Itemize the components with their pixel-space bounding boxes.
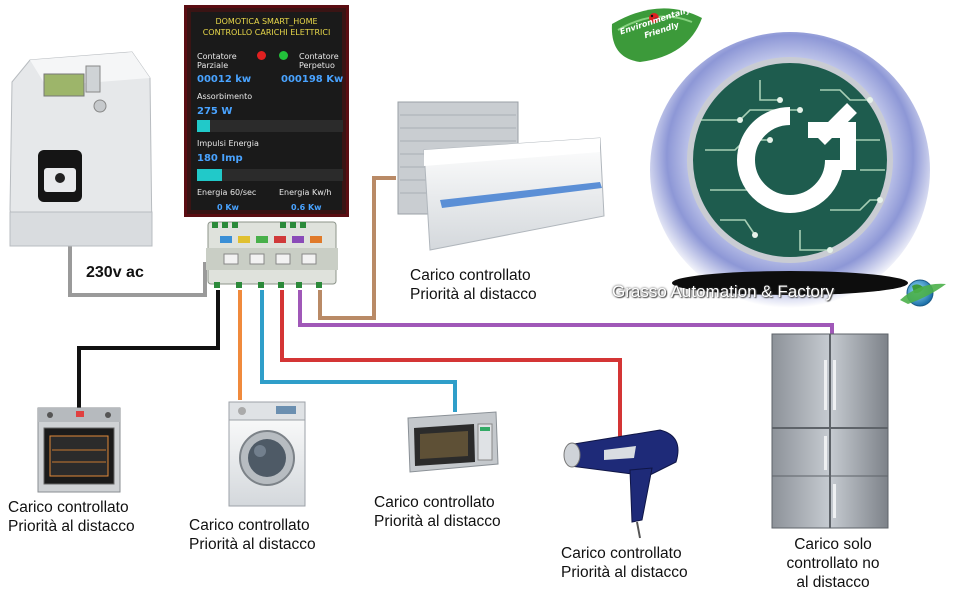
washing-machine-icon (228, 401, 306, 507)
washer-caption: Carico controllato Priorità al distacco (189, 516, 316, 554)
wire-hair-dryer (280, 290, 622, 440)
globe-icon (900, 279, 946, 307)
caption-line: Priorità al distacco (410, 286, 537, 303)
impulses-bar-fill (197, 169, 222, 181)
display-title-1: DOMOTICA SMART_HOME (215, 17, 318, 26)
microwave-icon (407, 411, 499, 473)
perpetual-counter-value: 000198 Kw (281, 74, 344, 85)
hair-dryer-caption: Carico controllato Priorità al distacco (561, 544, 688, 582)
caption-line: Carico controllato (8, 499, 129, 516)
oven-icon (37, 407, 121, 493)
energy-sec-label: Energia 60/sec (197, 188, 257, 197)
fridge-caption: Carico solo controllato no al distacco (768, 535, 898, 592)
caption-line: Priorità al distacco (8, 518, 135, 535)
display-screen: DOMOTICA SMART_HOME CONTROLLO CARICHI EL… (191, 12, 344, 212)
circuit-logo-icon (650, 32, 930, 308)
control-display-panel: DOMOTICA SMART_HOME CONTROLLO CARICHI EL… (184, 5, 349, 217)
led-green (279, 51, 288, 60)
partial-counter-label-2: Parziale (197, 61, 229, 70)
caption-line: Carico controllato (561, 545, 682, 562)
caption-line: controllato no (786, 555, 880, 572)
oven-caption: Carico controllato Priorità al distacco (8, 498, 135, 536)
wire-air-conditioner (318, 176, 396, 320)
caption-line: Carico solo (794, 536, 872, 553)
display-title-2: CONTROLLO CARICHI ELETTRICI (202, 28, 331, 37)
caption-line: Priorità al distacco (374, 513, 501, 530)
perpetual-counter-label-2: Perpetuo (299, 61, 335, 70)
absorption-label: Assorbimento (197, 92, 253, 101)
caption-line: Carico controllato (189, 517, 310, 534)
caption-line: Carico controllato (410, 267, 531, 284)
absorption-value: 275 W (197, 106, 233, 117)
energy-h-value: 0.6 Kw (291, 203, 322, 212)
wire-microwave (260, 290, 457, 412)
microwave-caption: Carico controllato Priorità al distacco (374, 493, 501, 531)
wire-fridge (298, 290, 834, 338)
air-conditioner-icon (397, 101, 605, 251)
energy-sec-value: 0 Kw (217, 203, 239, 212)
hair-dryer-icon (563, 429, 679, 539)
absorption-bar (197, 120, 343, 132)
impulses-bar (197, 169, 343, 181)
wires (68, 176, 834, 440)
caption-line: Priorità al distacco (561, 564, 688, 581)
caption-line: Carico controllato (374, 494, 495, 511)
energy-h-label: Energia Kw/h (279, 188, 332, 197)
leaf-badge-icon (611, 8, 702, 62)
impulses-label: Impulsi Energia (197, 139, 259, 148)
perpetual-counter-label-1: Contatore (299, 52, 339, 61)
energy-meter-icon (9, 51, 153, 247)
caption-line: al distacco (796, 574, 870, 591)
wire-supply (68, 245, 207, 297)
refrigerator-icon (771, 333, 889, 529)
partial-counter-value: 00012 kw (197, 74, 252, 85)
caption-line: Priorità al distacco (189, 536, 316, 553)
wire-oven (77, 290, 220, 408)
impulses-value: 180 Imp (197, 153, 243, 164)
air-conditioner-caption: Carico controllato Priorità al distacco (410, 266, 537, 304)
partial-counter-label-1: Contatore (197, 52, 237, 61)
absorption-bar-fill (197, 120, 211, 132)
supply-voltage-label: 230v ac (86, 264, 144, 281)
brand-name: Grasso Automation & Factory (612, 282, 835, 301)
controller-module-icon (206, 221, 338, 288)
led-red (257, 51, 266, 60)
